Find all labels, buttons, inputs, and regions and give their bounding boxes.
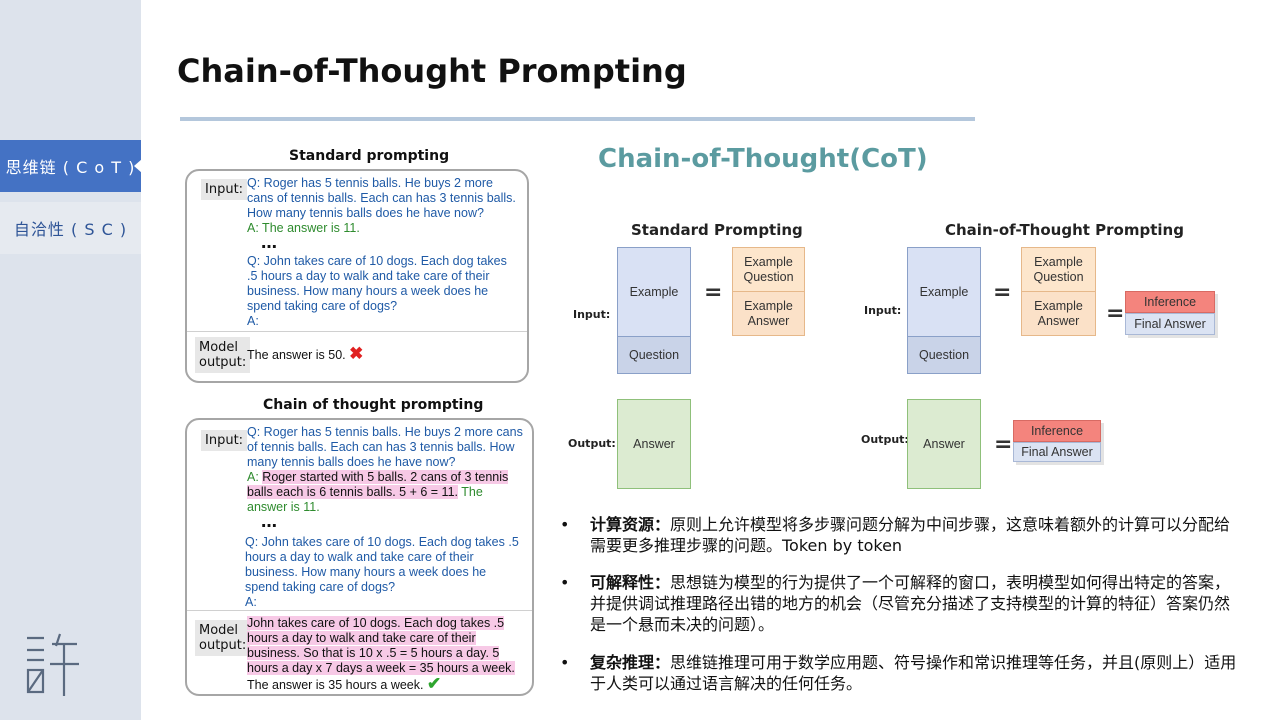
output-label: Output:	[861, 433, 909, 446]
title-divider	[180, 117, 975, 121]
ellipsis: …	[261, 512, 277, 531]
question-box: Question	[907, 336, 981, 374]
test-question: Q: John takes care of 10 dogs. Each dog …	[245, 535, 519, 609]
inference-box: Inference	[1125, 291, 1215, 313]
model-output: The answer is 50. ✖	[247, 344, 364, 363]
model-output-tag: Model output:	[195, 337, 251, 373]
sidebar-item-sc[interactable]: 自洽性 ( S C )	[0, 202, 141, 254]
final-answer-box: Final Answer	[1013, 442, 1101, 462]
example-answer: A: Roger started with 5 balls. 2 cans of…	[247, 470, 509, 514]
cot-section-heading: Chain-of-Thought(CoT)	[598, 144, 928, 174]
example-question: Q: Roger has 5 tennis balls. He buys 2 m…	[247, 176, 516, 235]
inference-box: Inference	[1013, 420, 1101, 442]
model-output: John takes care of 10 dogs. Each dog tak…	[247, 616, 515, 693]
input-tag: Input:	[201, 179, 248, 200]
final-answer-box: Final Answer	[1125, 313, 1215, 335]
bullet-dot-icon: •	[560, 653, 570, 672]
correct-check-icon: ✔	[426, 674, 442, 693]
test-question: Q: John takes care of 10 dogs. Each dog …	[247, 254, 507, 328]
example-question: Q: Roger has 5 tennis balls. He buys 2 m…	[247, 425, 523, 514]
active-indicator-icon	[134, 159, 142, 173]
model-output-tag: Model output:	[195, 620, 251, 656]
example-question-box: Example Question	[1021, 247, 1096, 292]
ellipsis: …	[261, 233, 277, 252]
example-box: Example	[617, 247, 691, 337]
equals-sign: =	[994, 432, 1013, 457]
bullet-dot-icon: •	[560, 573, 570, 592]
input-label: Input:	[573, 308, 611, 321]
question-box: Question	[617, 336, 691, 374]
panel-divider	[187, 331, 527, 332]
answer-box: Answer	[617, 399, 691, 489]
cot-prompting-heading: Chain of thought prompting	[263, 397, 484, 413]
sidebar-item-cot[interactable]: 思维链 ( C o T )	[0, 140, 142, 192]
equals-sign: =	[993, 280, 1012, 305]
equals-sign: =	[1106, 301, 1125, 326]
input-label: Input:	[864, 304, 902, 317]
bullet-dot-icon: •	[560, 515, 570, 534]
page-title: Chain-of-Thought Prompting	[177, 52, 687, 90]
example-answer: A: The answer is 11.	[247, 221, 360, 235]
sidebar: 思维链 ( C o T ) 自洽性 ( S C )	[0, 0, 142, 720]
equals-sign: =	[704, 280, 723, 305]
cot-diagram-heading: Chain-of-Thought Prompting	[945, 221, 1184, 239]
logo	[26, 633, 79, 696]
output-label: Output:	[568, 437, 616, 450]
standard-prompting-heading: Standard prompting	[289, 148, 450, 164]
wrong-cross-icon: ✖	[349, 344, 364, 363]
standard-prompting-panel: Input: Q: Roger has 5 tennis balls. He b…	[185, 169, 529, 383]
answer-box: Answer	[907, 399, 981, 489]
sidebar-item-label: 思维链 ( C o T )	[5, 158, 136, 177]
example-answer-box: Example Answer	[1021, 291, 1096, 336]
example-question-box: Example Question	[732, 247, 805, 292]
panel-divider	[187, 610, 532, 611]
standard-diagram-heading: Standard Prompting	[631, 221, 803, 239]
cot-prompting-panel: Input: Q: Roger has 5 tennis balls. He b…	[185, 418, 534, 696]
example-answer-box: Example Answer	[732, 291, 805, 336]
sidebar-item-label: 自洽性 ( S C )	[13, 220, 128, 239]
input-tag: Input:	[201, 430, 248, 451]
reasoning-highlight: John takes care of 10 dogs. Each dog tak…	[247, 616, 515, 675]
example-box: Example	[907, 247, 981, 337]
